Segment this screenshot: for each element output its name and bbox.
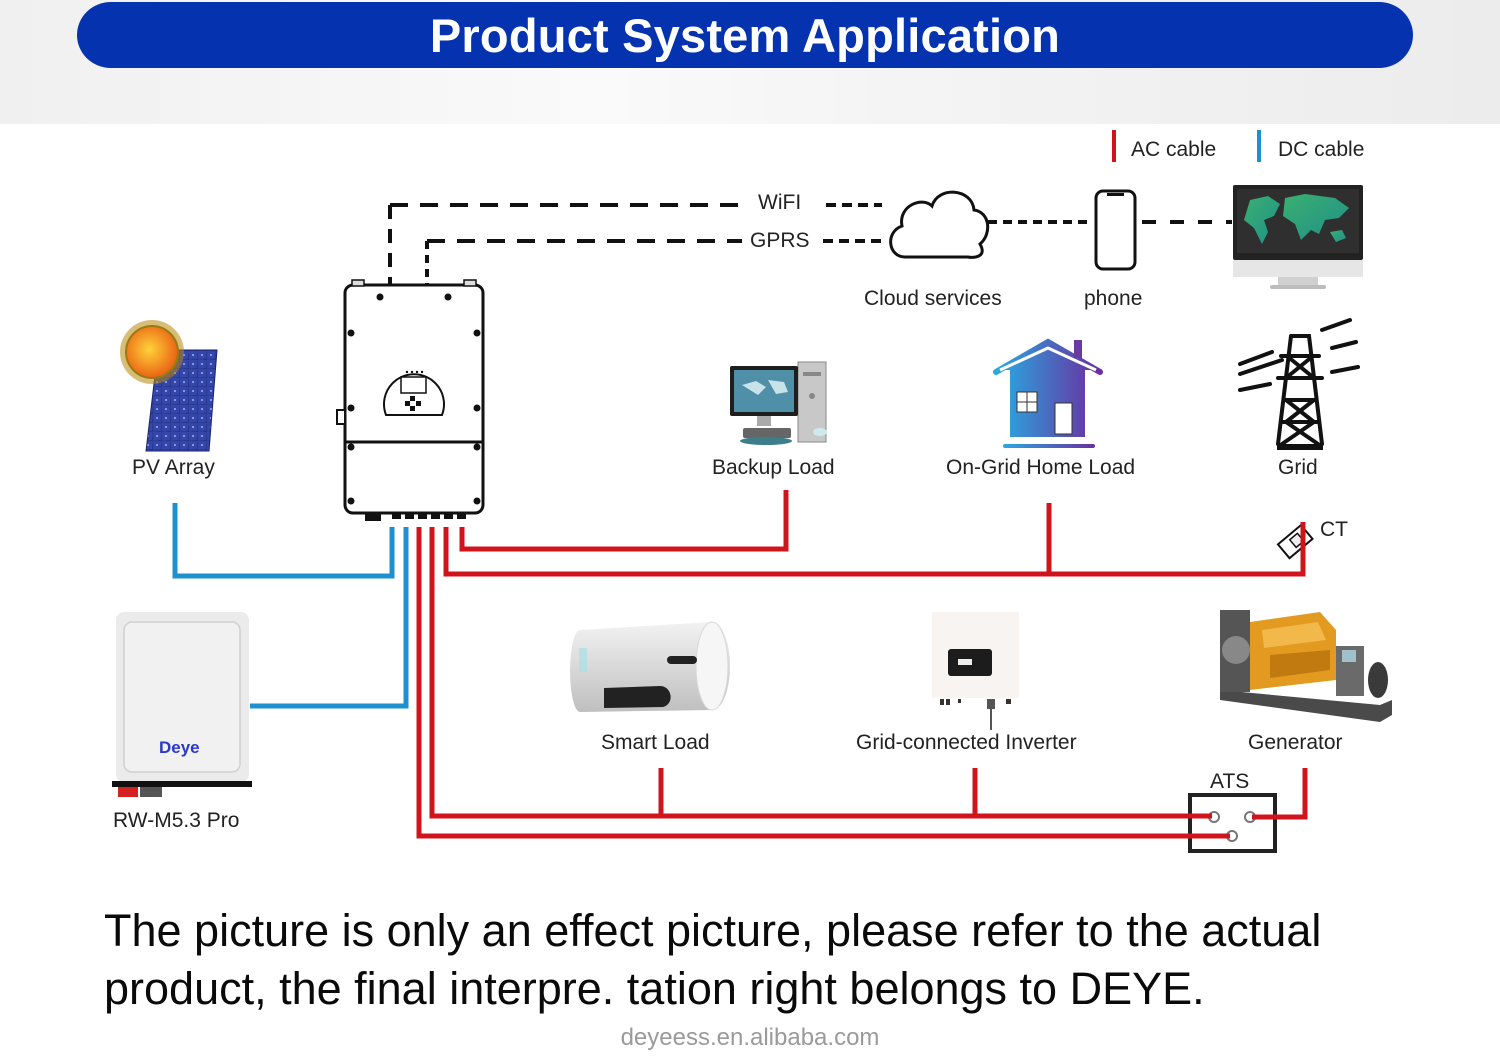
generator-cable bbox=[1252, 768, 1308, 820]
phone-label: phone bbox=[1084, 287, 1143, 310]
string-inverter-icon bbox=[932, 612, 1019, 730]
watermark: deyeess.en.alibaba.com bbox=[620, 1024, 880, 1051]
dc-cable-swatch bbox=[1257, 130, 1261, 162]
ats-label: ATS bbox=[1210, 770, 1250, 793]
ats-switch-icon bbox=[1188, 793, 1277, 853]
cloud-icon bbox=[889, 190, 990, 259]
generator-port-cable bbox=[429, 527, 1212, 819]
dc-cables bbox=[172, 503, 409, 709]
gprs-label: GPRS bbox=[750, 229, 810, 252]
smart-load-label: Smart Load bbox=[601, 731, 710, 754]
ats-input-cable bbox=[416, 527, 1230, 839]
wifi-label: WiFI bbox=[758, 191, 802, 214]
water-heater-icon bbox=[570, 621, 730, 712]
title-banner: Product System Application bbox=[77, 2, 1413, 68]
generator-label: Generator bbox=[1248, 731, 1343, 754]
backup-load-cable bbox=[459, 490, 789, 552]
grid-inverter-label: Grid-connected Inverter bbox=[856, 731, 1077, 754]
generator-icon bbox=[1220, 610, 1392, 722]
home-load-label: On-Grid Home Load bbox=[946, 456, 1136, 479]
legend-dc-label: DC cable bbox=[1278, 138, 1365, 161]
phone-icon bbox=[1094, 189, 1137, 271]
legend-ac-label: AC cable bbox=[1131, 138, 1217, 161]
page-title: Product System Application bbox=[429, 8, 1061, 62]
legend-ac-cable bbox=[1112, 130, 1116, 162]
battery-brand-logo: Deye bbox=[159, 738, 200, 757]
hybrid-inverter-icon bbox=[336, 279, 485, 521]
communication-lines bbox=[388, 203, 1232, 290]
battery-model-label: RW-M5.3 Pro bbox=[113, 809, 240, 832]
desktop-computer-icon bbox=[730, 361, 827, 445]
battery-icon bbox=[112, 612, 252, 797]
backup-load-label: Backup Load bbox=[712, 456, 835, 479]
disclaimer-text: The picture is only an effect picture, p… bbox=[104, 905, 1322, 1014]
ct-label: CT bbox=[1320, 518, 1348, 541]
grid-cable bbox=[443, 522, 1306, 577]
legend-dc-cable bbox=[1257, 130, 1261, 162]
world-map-monitor-icon bbox=[1233, 185, 1363, 289]
pv-array-label: PV Array bbox=[132, 456, 215, 479]
pv-dc-cable bbox=[172, 503, 395, 579]
ac-cable-swatch bbox=[1112, 130, 1116, 162]
cloud-services-label: Cloud services bbox=[864, 287, 1002, 310]
house-icon bbox=[993, 338, 1103, 448]
sun-icon bbox=[120, 320, 184, 384]
solar-panel-icon bbox=[120, 320, 218, 452]
current-transformer-icon bbox=[1276, 523, 1314, 560]
ac-cables bbox=[416, 490, 1308, 839]
battery-dc-cable bbox=[250, 527, 409, 709]
grid-label: Grid bbox=[1278, 456, 1318, 479]
power-tower-icon bbox=[1238, 318, 1360, 450]
